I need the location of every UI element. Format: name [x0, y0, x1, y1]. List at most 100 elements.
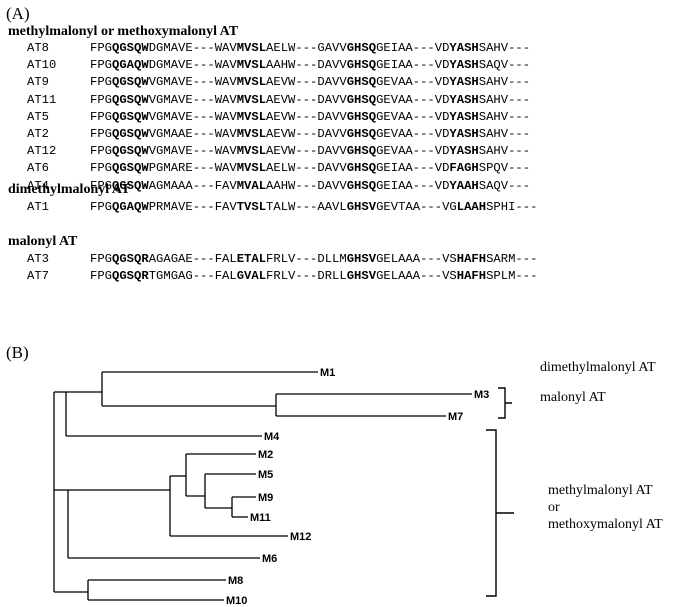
conserved-motif: GHSQ — [346, 92, 377, 107]
sequence-text: FPGQGSQWDGMAVE---WAVMVSLAELW---GAVVGHSQG… — [90, 41, 531, 55]
conserved-motif: GHSQ — [346, 109, 377, 124]
conserved-motif: YAAH — [449, 178, 479, 193]
conserved-motif: QGSQW — [112, 178, 149, 193]
sequence-name: AT2 — [27, 127, 49, 141]
annotation-methylmalonyl-line3: methoxymalonyl AT — [548, 517, 663, 532]
conserved-motif: TVSL — [236, 200, 267, 214]
leaf-label: M8 — [228, 575, 243, 587]
conserved-motif: GHSQ — [346, 127, 377, 141]
conserved-motif: YASH — [449, 109, 479, 124]
leaf-label: M3 — [474, 389, 489, 401]
sequence-text: FPGQGSQWPGMARE---WAVMVSLAELW---DAVVGHSQG… — [90, 161, 531, 176]
sequence-text: FPGQGSQWVGMAVE---WAVMVSLAEVW---DAVVGHSQG… — [90, 75, 531, 90]
conserved-motif: QGSQW — [112, 161, 149, 176]
conserved-motif: QGSQW — [112, 144, 149, 159]
conserved-motif: QGSQR — [112, 252, 149, 266]
sequence-text: FPGQGSQWVGMAVE---WAVMVSLAEVW---DAVVGHSQG… — [90, 144, 531, 159]
sequence-name: AT3 — [27, 252, 49, 266]
conserved-motif: QGSQW — [112, 92, 149, 107]
conserved-motif: GHSQ — [346, 161, 377, 176]
conserved-motif: GHSV — [346, 269, 377, 283]
conserved-motif: MVSL — [236, 75, 267, 90]
sequence-text: FPGQGSQWVGMAAE---WAVMVSLAEVW---DAVVGHSQG… — [90, 127, 531, 141]
panel-a-label: (A) — [6, 4, 30, 23]
leaf-label: M9 — [258, 492, 273, 504]
sequence-name: AT9 — [27, 75, 49, 90]
conserved-motif: YASH — [449, 127, 479, 141]
annotation-methylmalonyl-line1: methylmalonyl AT — [548, 483, 653, 498]
sequence-text: FPGQGSQWAGMAAA---FAVMVALAAHW---DAVVGHSQG… — [90, 178, 531, 193]
leaf-label: M4 — [264, 431, 280, 443]
methylmalonyl-bracket — [486, 429, 514, 597]
sequence-text: FPGQGSQRTGMGAG---FALGVALFRLV---DRLLGHSVG… — [90, 269, 538, 283]
conserved-motif: QGSQW — [112, 127, 149, 141]
sequence-text: FPGQGAQWPRMAVE---FAVTVSLTALW---AAVLGHSVG… — [90, 200, 538, 214]
tree-branches — [53, 371, 472, 601]
sequence-name: AT10 — [27, 58, 57, 73]
conserved-motif: QGSQW — [112, 75, 149, 90]
alignment-group-heading: dimethylmalonyl AT — [8, 182, 131, 197]
sequence-name: AT6 — [27, 161, 49, 176]
leaf-label: M10 — [226, 595, 247, 607]
conserved-motif: GHSQ — [346, 178, 377, 193]
conserved-motif: HAFH — [456, 269, 487, 283]
conserved-motif: MVSL — [236, 161, 267, 176]
malonyl-bracket — [498, 387, 512, 419]
leaf-label: M11 — [250, 512, 271, 524]
conserved-motif: GHSV — [346, 252, 377, 266]
leaf-label: M5 — [258, 469, 273, 481]
conserved-motif: YASH — [449, 144, 479, 159]
conserved-motif: GHSQ — [346, 58, 377, 73]
panel-b-label: (B) — [6, 343, 29, 362]
conserved-motif: MVSL — [236, 41, 267, 55]
alignment-group-heading: methylmalonyl or methoxymalonyl AT — [8, 24, 239, 39]
conserved-motif: FAGH — [449, 161, 479, 176]
conserved-motif: ETAL — [236, 252, 267, 266]
sequence-name: AT5 — [27, 109, 49, 124]
annotation-dimethylmalonyl: dimethylmalonyl AT — [540, 360, 656, 375]
tree-brackets — [486, 387, 514, 597]
conserved-motif: MVSL — [236, 109, 267, 124]
sequence-name: AT11 — [27, 92, 57, 107]
conserved-motif: GVAL — [236, 269, 267, 283]
conserved-motif: GHSQ — [346, 144, 377, 159]
conserved-motif: HAFH — [456, 252, 487, 266]
sequence-text: FPGQGSQRAGAGAE---FALETALFRLV---DLLMGHSVG… — [90, 252, 538, 266]
annotation-malonyl: malonyl AT — [540, 390, 606, 405]
conserved-motif: MVSL — [236, 144, 267, 159]
conserved-motif: MVAL — [236, 178, 267, 193]
leaf-label: M6 — [262, 553, 277, 565]
leaf-label: M7 — [448, 411, 463, 423]
conserved-motif: GHSV — [346, 200, 377, 214]
conserved-motif: YASH — [449, 41, 479, 55]
conserved-motif: QGSQR — [112, 269, 149, 283]
tree-leaf-labels: M1 M3 M7 M4 M2 M5 M9 M11 M12 M6 M8 M10 — [226, 367, 489, 607]
conserved-motif: QGSQW — [112, 109, 149, 124]
sequence-name: AT7 — [27, 269, 49, 283]
sequence-name: AT4 — [27, 178, 49, 193]
conserved-motif: QGSQW — [112, 41, 149, 55]
conserved-motif: YASH — [449, 75, 479, 90]
sequence-name: AT8 — [27, 41, 49, 55]
conserved-motif: QGAQW — [112, 200, 149, 214]
conserved-motif: QGAQW — [112, 58, 149, 73]
conserved-motif: MVSL — [236, 92, 267, 107]
conserved-motif: GHSQ — [346, 41, 377, 55]
sequence-text: FPGQGSQWVGMAVE---WAVMVSLAEVW---DAVVGHSQG… — [90, 109, 531, 124]
alignment-group-heading: malonyl AT — [8, 234, 78, 249]
leaf-label: M1 — [320, 367, 335, 379]
annotation-methylmalonyl-line2: or — [548, 500, 560, 515]
conserved-motif: LAAH — [456, 200, 487, 214]
conserved-motif: GHSQ — [346, 75, 377, 90]
sequence-text: FPGQGAQWDGMAVE---WAVMVSLAAHW---DAVVGHSQG… — [90, 58, 531, 73]
conserved-motif: YASH — [449, 58, 479, 73]
conserved-motif: MVSL — [236, 58, 267, 73]
conserved-motif: YASH — [449, 92, 479, 107]
leaf-label: M2 — [258, 449, 273, 461]
sequence-name: AT1 — [27, 200, 49, 214]
sequence-text: FPGQGSQWVGMAVE---WAVMVSLAEVW---DAVVGHSQG… — [90, 92, 531, 107]
sequence-name: AT12 — [27, 144, 57, 159]
conserved-motif: MVSL — [236, 127, 267, 141]
leaf-label: M12 — [290, 531, 311, 543]
